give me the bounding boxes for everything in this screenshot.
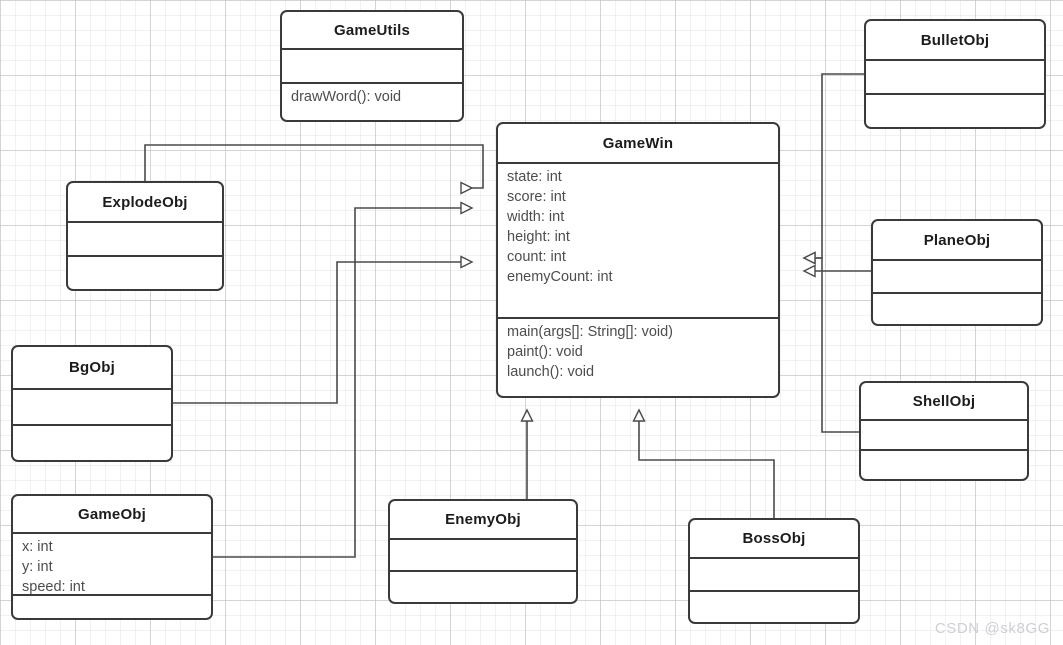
class-methods-gameutils: drawWord(): void: [282, 81, 462, 121]
class-title-gameutils: GameUtils: [334, 21, 410, 39]
class-methods-bossobj: [690, 589, 858, 623]
class-title-planeobj: PlaneObj: [923, 231, 991, 249]
class-box-bulletobj[interactable]: BulletObj: [864, 19, 1046, 129]
class-methods-enemyobj: [390, 570, 576, 602]
class-box-gamewin[interactable]: GameWin state: int score: int width: int…: [496, 122, 780, 398]
class-box-gameutils[interactable]: GameUtils drawWord(): void: [280, 10, 464, 122]
shellobj-to-gamewin: [815, 257, 859, 433]
class-methods-gamewin: main(args[]: String[]: void) paint(): vo…: [498, 317, 778, 396]
class-title-explodeobj: ExplodeObj: [102, 193, 188, 211]
class-attributes-enemyobj: [390, 538, 576, 570]
class-attributes-shellobj: [861, 419, 1027, 449]
class-attributes-gameobj: x: int y: int speed: int: [13, 532, 211, 595]
class-title-gamewin: GameWin: [602, 134, 674, 152]
class-attributes-bossobj: [690, 557, 858, 590]
class-box-gameobj[interactable]: GameObj x: int y: int speed: int: [11, 494, 213, 620]
class-methods-gameobj: [13, 594, 211, 618]
class-box-explodeobj[interactable]: ExplodeObj: [66, 181, 224, 291]
class-box-shellobj[interactable]: ShellObj: [859, 381, 1029, 481]
class-methods-planeobj: [873, 291, 1041, 325]
bossobj-to-gamewin: [638, 421, 775, 518]
class-box-bossobj[interactable]: BossObj: [688, 518, 860, 624]
class-methods-bulletobj: [866, 93, 1044, 127]
class-title-bulletobj: BulletObj: [920, 31, 990, 49]
class-title-bgobj: BgObj: [69, 359, 115, 376]
class-attributes-gameutils: [282, 48, 462, 82]
class-methods-shellobj: [861, 449, 1027, 479]
class-box-enemyobj[interactable]: EnemyObj: [388, 499, 578, 604]
class-box-bgobj[interactable]: BgObj: [11, 345, 173, 462]
class-title-gameobj: GameObj: [77, 505, 147, 523]
class-methods-bgobj: [13, 424, 171, 460]
class-attributes-bgobj: [13, 388, 171, 424]
class-methods-explodeobj: [68, 255, 222, 289]
class-attributes-gamewin: state: int score: int width: int height:…: [498, 162, 778, 317]
bulletobj-to-gamewin: [815, 73, 864, 259]
class-attributes-explodeobj: [68, 221, 222, 255]
class-title-shellobj: ShellObj: [912, 392, 976, 410]
class-box-planeobj[interactable]: PlaneObj: [871, 219, 1043, 326]
class-attributes-planeobj: [873, 259, 1041, 292]
class-attributes-bulletobj: [866, 59, 1044, 93]
class-title-bossobj: BossObj: [742, 530, 806, 547]
csdn-watermark: CSDN @sk8GG: [934, 620, 1050, 637]
class-title-enemyobj: EnemyObj: [445, 511, 521, 528]
